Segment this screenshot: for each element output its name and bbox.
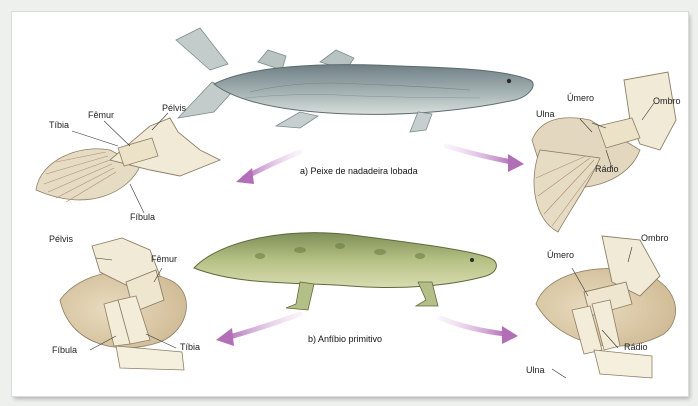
label-fish-pelvis: Pélvis — [162, 103, 186, 113]
label-fish-tibia: Tíbia — [49, 120, 69, 130]
fish-hind-fin-skeleton — [36, 118, 220, 202]
label-amph-ombro: Ombro — [641, 233, 669, 243]
primitive-amphibian — [194, 233, 496, 310]
label-fish-ulna: Ulna — [536, 109, 555, 119]
label-amph-pelvis: Pélvis — [49, 234, 73, 244]
label-fish-femur: Fêmur — [88, 110, 114, 120]
label-fish-umero: Úmero — [567, 93, 594, 103]
label-fish-ombro: Ombro — [653, 96, 681, 106]
caption-lobe-finned-fish: a) Peixe de nadadeira lobada — [300, 166, 418, 176]
label-fish-radio: Rádio — [595, 164, 619, 174]
caption-primitive-amphibian: b) Anfíbio primitivo — [308, 334, 382, 344]
label-amph-radio: Rádio — [624, 342, 648, 352]
label-amph-femur: Fêmur — [151, 254, 177, 264]
label-amph-tibia: Tíbia — [180, 342, 200, 352]
label-amph-umero: Úmero — [547, 250, 574, 260]
label-fish-fibula: Fíbula — [130, 212, 155, 222]
lobe-finned-fish — [176, 28, 533, 132]
label-amph-fibula: Fíbula — [52, 345, 77, 355]
label-amph-ulna: Ulna — [526, 365, 545, 375]
